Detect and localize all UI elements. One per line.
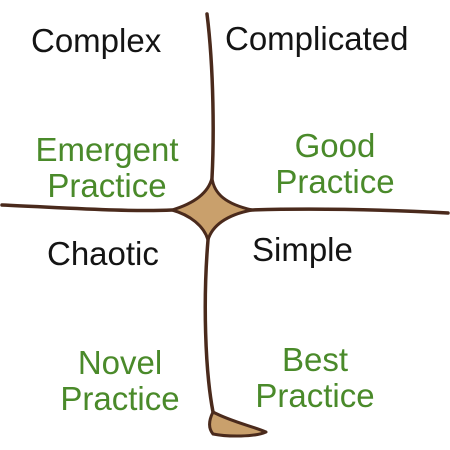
practice-label-good: Good Practice (255, 128, 415, 200)
practice-line-2: Practice (60, 380, 180, 417)
practice-line-2: Practice (275, 163, 395, 200)
practice-label-emergent: Emergent Practice (22, 132, 192, 204)
center-disorder-area (170, 176, 254, 242)
bottom-cliff-shape (208, 410, 268, 438)
domain-label-complicated: Complicated (225, 20, 409, 57)
domain-label-complex: Complex (31, 22, 162, 59)
practice-line-1: Best (281, 341, 349, 378)
practice-line-1: Emergent (35, 131, 179, 168)
domain-label-simple: Simple (252, 231, 353, 268)
practice-line-1: Novel (77, 344, 163, 381)
practice-line-2: Practice (255, 377, 375, 414)
practice-label-novel: Novel Practice (40, 345, 200, 417)
horizontal-divider-left (0, 203, 174, 213)
domain-label-chaotic: Chaotic (47, 235, 159, 272)
practice-label-best: Best Practice (235, 342, 395, 414)
practice-line-1: Good (294, 127, 376, 164)
practice-line-2: Practice (47, 167, 167, 204)
vertical-divider-upper (205, 12, 215, 180)
vertical-divider-lower (203, 238, 215, 414)
horizontal-divider-right (248, 207, 450, 215)
